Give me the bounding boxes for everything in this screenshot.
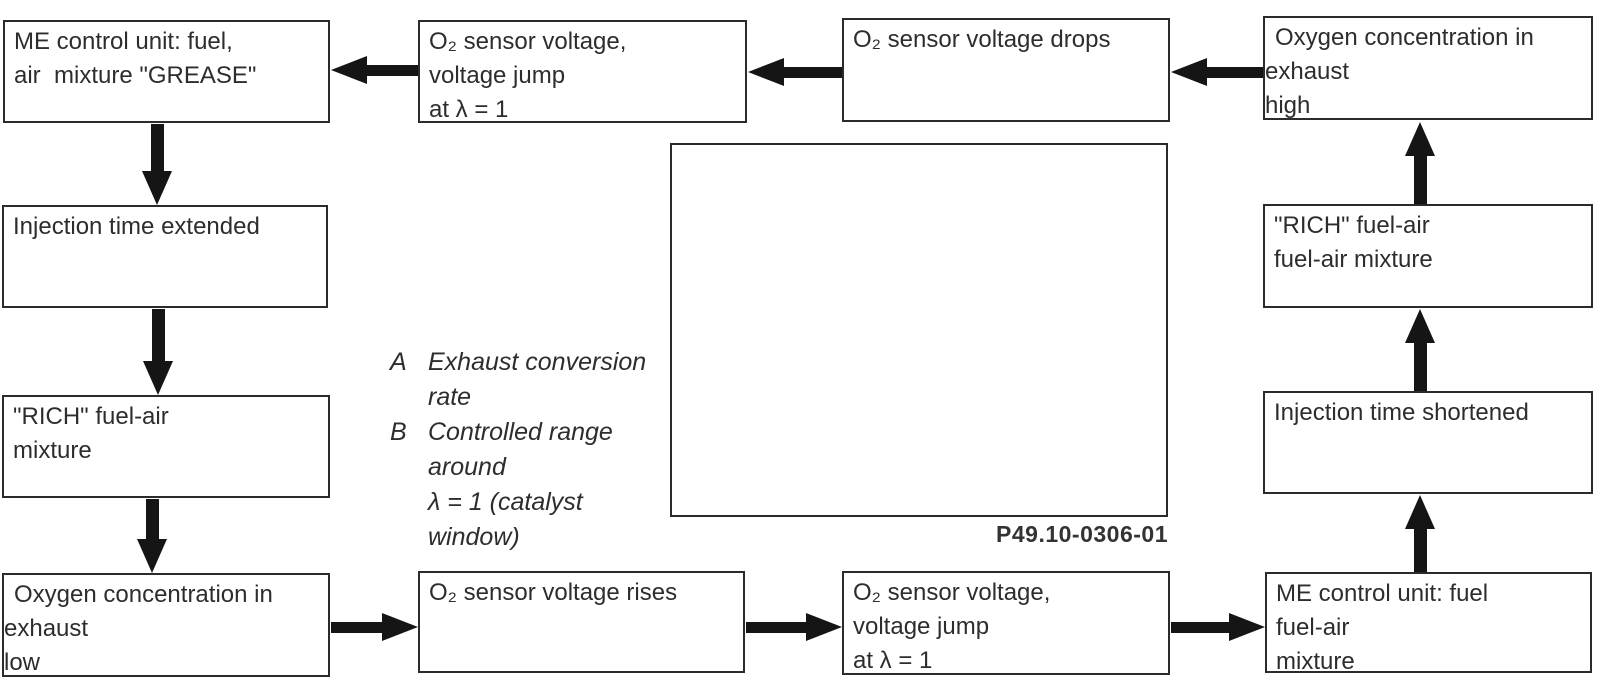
arrowhead-left <box>748 58 784 86</box>
flow-arrow-left-icon <box>331 56 418 84</box>
flow-arrow-left-icon <box>1171 58 1263 86</box>
flow-box-oxygen-concentration-low: Oxygen concentration in exhaust low <box>2 573 330 677</box>
legend: A Exhaust conversion rate B Controlled r… <box>390 345 646 555</box>
figure-number-caption: P49.10-0306-01 <box>996 521 1168 547</box>
flow-box-rich-fuel-air-mixture-right: "RICH" fuel-air fuel-air mixture <box>1263 204 1593 308</box>
arrowhead-down <box>142 171 172 205</box>
arrowhead-up <box>1405 495 1435 529</box>
flow-arrow-right-icon <box>1171 613 1265 641</box>
flow-box-text: "RICH" fuel-air mixture <box>13 403 169 464</box>
legend-item-b: B Controlled range around λ = 1 (catalys… <box>390 415 646 555</box>
flow-box-text: O₂ sensor voltage, voltage jump at λ = 1 <box>853 579 1051 674</box>
arrowhead-right <box>806 613 842 641</box>
flow-box-o2-voltage-rises: O₂ sensor voltage rises <box>418 571 745 673</box>
flow-arrow-right-icon <box>746 613 842 641</box>
arrow-shaft <box>145 499 159 539</box>
flow-box-text: O₂ sensor voltage, voltage jump at λ = 1 <box>429 28 627 123</box>
legend-item-a: A Exhaust conversion rate <box>390 345 646 415</box>
arrowhead-down <box>143 361 173 395</box>
flow-box-text: "RICH" fuel-air fuel-air mixture <box>1274 212 1433 273</box>
flow-arrow-down-icon <box>142 124 172 205</box>
arrow-shaft <box>331 621 382 633</box>
flow-box-text: O₂ sensor voltage rises <box>429 579 678 606</box>
arrowhead-down <box>137 539 167 573</box>
flow-box-o2-voltage-drops: O₂ sensor voltage drops <box>842 18 1170 122</box>
flow-arrow-up-icon <box>1405 309 1435 391</box>
arrowhead-up <box>1405 122 1435 156</box>
legend-marker: B <box>390 418 407 446</box>
arrow-shaft <box>1413 343 1427 391</box>
flow-box-text: Oxygen concentration in exhaust high <box>1265 24 1534 119</box>
flow-arrow-left-icon <box>748 58 842 86</box>
legend-marker: A <box>390 348 407 376</box>
flow-box-text: ME control unit: fuel, air mixture "GREA… <box>14 28 257 89</box>
flow-arrow-up-icon <box>1405 122 1435 204</box>
flow-arrow-right-icon <box>331 613 418 641</box>
flow-box-rich-fuel-air-mixture-left: "RICH" fuel-air mixture <box>2 395 330 498</box>
flow-arrow-down-icon <box>137 499 167 573</box>
legend-text: Controlled range around λ = 1 (catalyst … <box>428 418 613 551</box>
flow-box-me-control-unit-grease: ME control unit: fuel, air mixture "GREA… <box>3 20 330 123</box>
flow-box-text: Oxygen concentration in exhaust low <box>4 581 273 676</box>
flow-box-o2-voltage-jump-top: O₂ sensor voltage, voltage jump at λ = 1 <box>418 20 747 123</box>
arrowhead-up <box>1405 309 1435 343</box>
chart-placeholder-panel <box>670 143 1168 517</box>
flow-box-me-control-unit-fuel: ME control unit: fuel fuel-air mixture <box>1265 572 1592 675</box>
arrow-shaft <box>1207 66 1263 78</box>
arrow-shaft <box>151 309 165 361</box>
arrowhead-right <box>1229 613 1265 641</box>
flow-box-text: Injection time extended <box>13 213 260 240</box>
arrow-shaft <box>150 124 164 171</box>
arrowhead-right <box>382 613 418 641</box>
legend-text: Exhaust conversion rate <box>428 348 647 411</box>
arrow-shaft <box>746 621 806 633</box>
arrow-shaft <box>1413 156 1427 204</box>
arrow-shaft <box>1171 621 1229 633</box>
arrow-shaft <box>1413 529 1427 572</box>
flow-box-text: Injection time shortened <box>1274 399 1529 426</box>
flow-arrow-up-icon <box>1405 495 1435 572</box>
flow-box-oxygen-concentration-high: Oxygen concentration in exhaust high <box>1263 16 1593 120</box>
flow-arrow-down-icon <box>143 309 173 395</box>
arrow-shaft <box>367 64 418 76</box>
arrow-shaft <box>784 66 842 78</box>
arrowhead-left <box>331 56 367 84</box>
flow-box-o2-voltage-jump-bottom: O₂ sensor voltage, voltage jump at λ = 1 <box>842 571 1170 675</box>
flow-box-injection-time-extended: Injection time extended <box>2 205 328 308</box>
flow-box-text: ME control unit: fuel fuel-air mixture <box>1276 580 1489 675</box>
flow-box-text: O₂ sensor voltage drops <box>853 26 1111 53</box>
arrowhead-left <box>1171 58 1207 86</box>
flow-box-injection-time-shortened: Injection time shortened <box>1263 391 1593 494</box>
